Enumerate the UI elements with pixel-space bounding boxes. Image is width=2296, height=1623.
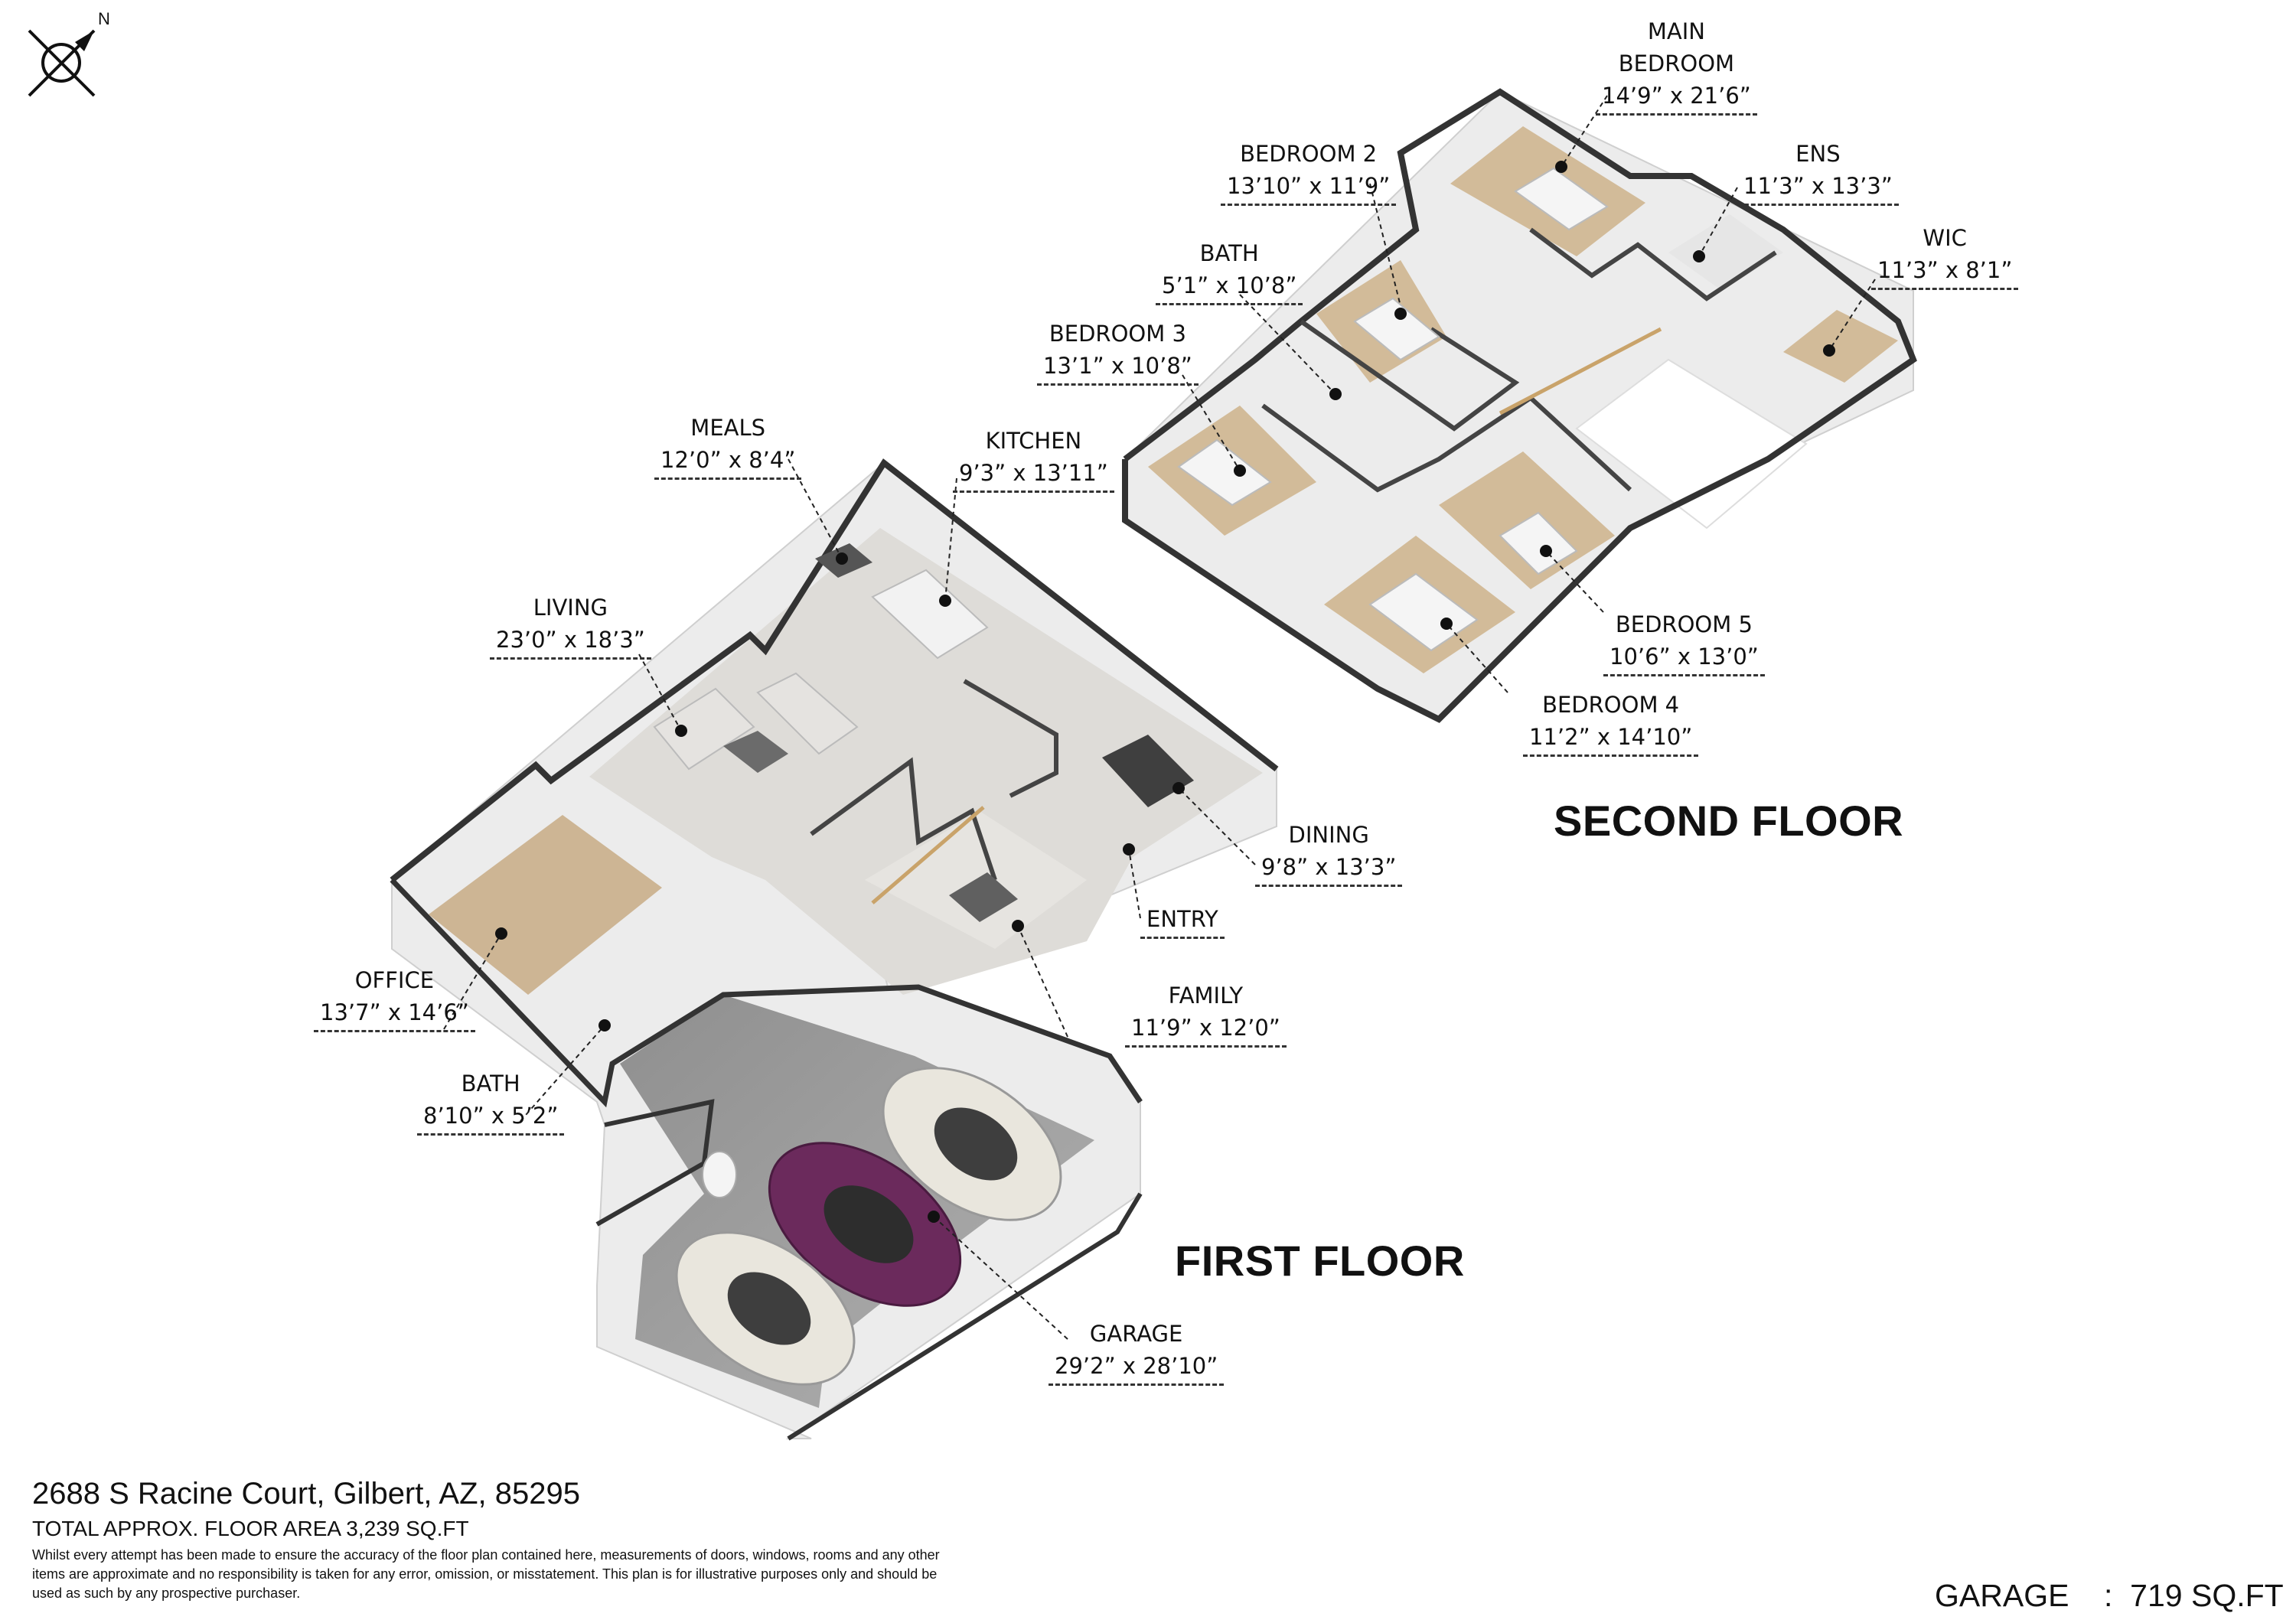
- coffee-table: [723, 731, 788, 773]
- room-dims: 5’1” x 10’8”: [1156, 269, 1303, 305]
- room-dims: 9’8” x 13’3”: [1255, 851, 1403, 887]
- room-name: BEDROOM 4: [1542, 692, 1680, 718]
- bed-3: [1177, 438, 1272, 507]
- car-purple: [768, 1142, 962, 1307]
- first-floor-wall-tops-lower: [390, 878, 1143, 1108]
- car-white-top: [882, 1067, 1062, 1221]
- kitchen-walls: [963, 679, 1058, 798]
- room-dims: 12’0” x 8’4”: [654, 444, 802, 480]
- room-name: BEDROOM 5: [1615, 611, 1753, 637]
- garage-area-summary: GARAGE : 719 SQ.FT: [1935, 1578, 2284, 1613]
- room-name: DINING: [1288, 822, 1369, 848]
- bed-4: [1368, 572, 1479, 652]
- room-dims: 11’9” x 12’0”: [1125, 1012, 1287, 1048]
- room-name: FAMILY: [1168, 983, 1244, 1009]
- room-dims: 10’6” x 13’0”: [1603, 640, 1765, 676]
- garage-wall-tops: [595, 1099, 715, 1227]
- room-name: BATH: [1199, 240, 1259, 266]
- room-name: WIC: [1923, 225, 1967, 251]
- room-label-office: OFFICE 13’7” x 14’6”: [314, 964, 475, 1032]
- room-label-meals: MEALS 12’0” x 8’4”: [654, 412, 802, 480]
- room-name: KITCHEN: [985, 428, 1082, 454]
- total-floor-area: TOTAL APPROX. FLOOR AREA 3,239 SQ.FT: [32, 1517, 469, 1540]
- room-label-living: LIVING 23’0” x 18’3”: [490, 592, 651, 660]
- label-dots: [495, 161, 1835, 1223]
- room-name: LIVING: [533, 595, 608, 621]
- car-white-bottom: [675, 1231, 856, 1386]
- bed-main: [1514, 167, 1609, 231]
- compass-north-icon: N: [28, 9, 110, 97]
- second-floor-internal-walls: [1261, 395, 1632, 493]
- second-floor-internal-walls-b: [1300, 319, 1520, 432]
- room-dims: 13’7” x 14’6”: [314, 996, 475, 1032]
- room-name: MAIN BEDROOM: [1618, 18, 1735, 77]
- room-name: GARAGE: [1089, 1321, 1183, 1347]
- second-floor-wall-tops: [1122, 88, 1917, 723]
- room-label-bedroom-5: BEDROOM 5 10’6” x 13’0”: [1603, 608, 1765, 676]
- room-label-bedroom-3: BEDROOM 3 13’1” x 10’8”: [1037, 318, 1199, 386]
- room-name: BEDROOM 3: [1049, 321, 1186, 347]
- room-label-dining: DINING 9’8” x 13’3”: [1255, 819, 1403, 887]
- dining-table: [1102, 735, 1194, 807]
- room-name: BATH: [461, 1071, 520, 1097]
- room-dims: 11’3” x 8’1”: [1871, 254, 2019, 290]
- disclaimer-text: Whilst every attempt has been made to en…: [32, 1547, 940, 1601]
- internal-walls-first: [810, 757, 997, 881]
- water-heater: [702, 1151, 737, 1198]
- sofa-2: [756, 672, 859, 755]
- room-dims: 8’10” x 5’2”: [417, 1100, 565, 1136]
- sofa-1: [653, 687, 755, 771]
- second-floor-internal-walls-c: [1529, 227, 1777, 301]
- compass-north-label: N: [98, 9, 110, 28]
- room-dims: 9’3” x 13’11”: [953, 457, 1114, 493]
- stair-void: [1575, 358, 1808, 530]
- room-dims: 23’0” x 18’3”: [490, 624, 651, 660]
- room-dims: 29’2” x 28’10”: [1049, 1350, 1225, 1386]
- room-name: MEALS: [690, 415, 766, 441]
- second-floor-title: SECOND FLOOR: [1554, 797, 1904, 845]
- room-name: ENTRY: [1140, 903, 1225, 939]
- room-label-garage: GARAGE 29’2” x 28’10”: [1049, 1318, 1225, 1386]
- family-table: [949, 872, 1018, 922]
- room-name: BEDROOM 2: [1240, 141, 1378, 167]
- bed-5: [1499, 511, 1578, 575]
- room-dims: 11’3” x 13’3”: [1737, 170, 1899, 206]
- room-dims: 11’2” x 14’10”: [1523, 721, 1699, 757]
- second-floor-plan: [1122, 88, 1917, 723]
- first-floor-title: FIRST FLOOR: [1175, 1237, 1465, 1285]
- room-name: ENS: [1795, 141, 1841, 167]
- room-label-family: FAMILY 11’9” x 12’0”: [1125, 979, 1287, 1048]
- ens-floor: [1668, 214, 1783, 291]
- room-label-bedroom-4: BEDROOM 4 11’2” x 14’10”: [1523, 689, 1699, 757]
- property-address: 2688 S Racine Court, Gilbert, AZ, 85295: [32, 1477, 580, 1511]
- room-label-bath-lower: BATH 8’10” x 5’2”: [417, 1067, 565, 1136]
- room-dims: 14’9” x 21’6”: [1596, 80, 1757, 116]
- room-dims: 13’10” x 11’9”: [1221, 170, 1397, 206]
- room-label-bath-upper: BATH 5’1” x 10’8”: [1156, 237, 1303, 305]
- office-floor: [429, 815, 662, 995]
- room-label-wic: WIC 11’3” x 8’1”: [1871, 222, 2019, 290]
- room-label-ens: ENS 11’3” x 13’3”: [1737, 138, 1899, 206]
- wic-floor: [1783, 310, 1898, 383]
- garage-back-wall: [787, 1192, 1143, 1441]
- kitchen-island: [871, 569, 989, 660]
- first-floor-plan: [390, 458, 1279, 1441]
- room-label-kitchen: KITCHEN 9’3” x 13’11”: [953, 425, 1114, 493]
- room-name: OFFICE: [354, 967, 435, 993]
- first-floor-wall-tops: [390, 458, 1279, 883]
- room-label-main-bedroom: MAIN BEDROOM 14’9” x 21’6”: [1596, 15, 1757, 116]
- bed-2: [1353, 297, 1440, 361]
- room-label-entry: ENTRY: [1140, 903, 1225, 939]
- stair-rail-second: [1499, 327, 1662, 416]
- stair-rail-first: [871, 806, 985, 904]
- room-label-bedroom-2: BEDROOM 2 13’10” x 11’9”: [1221, 138, 1397, 206]
- room-dims: 13’1” x 10’8”: [1037, 350, 1199, 386]
